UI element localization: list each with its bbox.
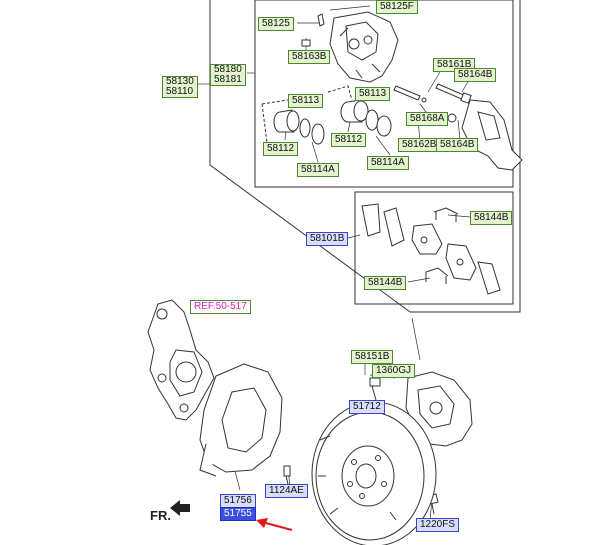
- part-label-51755-selected[interactable]: 51755: [220, 507, 256, 521]
- part-label-58144b-low[interactable]: 58144B: [364, 276, 407, 290]
- part-label-58144b-top[interactable]: 58144B: [470, 211, 513, 225]
- part-label-58114a-left[interactable]: 58114A: [297, 163, 339, 177]
- part-label-58112-mid[interactable]: 58112: [331, 133, 367, 147]
- front-direction-label: FR.: [150, 508, 171, 523]
- part-label-1124ae[interactable]: 1124AE: [265, 484, 308, 498]
- reference-link-50-517[interactable]: REF.50-517: [190, 300, 251, 314]
- part-label-58125f[interactable]: 58125F: [376, 0, 418, 14]
- caliper-detail-box: [254, 0, 514, 188]
- part-label-58163b[interactable]: 58163B: [288, 50, 331, 64]
- dust-shield-drawing: [199, 363, 283, 477]
- part-label-58162b[interactable]: 58162B: [398, 138, 441, 152]
- part-label-58168a[interactable]: 58168A: [406, 112, 449, 126]
- part-label-58180: 58180: [214, 64, 242, 75]
- caliper-assembly-frame: [209, 0, 521, 313]
- steering-knuckle-drawing: [147, 299, 215, 421]
- pointer-arrow-icon: [256, 518, 293, 531]
- part-label-58113-left[interactable]: 58113: [288, 94, 324, 108]
- part-label-51712[interactable]: 51712: [349, 400, 385, 414]
- part-label-58114a-mid[interactable]: 58114A: [367, 156, 409, 170]
- part-label-group-58180[interactable]: 58180 58181: [210, 64, 246, 86]
- part-label-58151b[interactable]: 58151B: [351, 350, 394, 364]
- front-direction-icon: [170, 500, 190, 516]
- part-label-58113-mid[interactable]: 58113: [355, 87, 391, 101]
- part-label-58110: 58110: [166, 86, 194, 97]
- caliper-body-drawing: [301, 11, 399, 83]
- part-label-58130: 58130: [166, 76, 194, 87]
- part-label-1220fs[interactable]: 1220FS: [416, 518, 460, 532]
- part-label-group-58130[interactable]: 58130 58110: [162, 76, 198, 98]
- part-label-58164b-low[interactable]: 58164B: [436, 138, 479, 152]
- part-label-58125[interactable]: 58125: [258, 17, 294, 31]
- brake-pad-box: [354, 191, 514, 305]
- brake-disc-drawing: [311, 401, 437, 545]
- part-label-1360gj[interactable]: 1360GJ: [372, 364, 416, 378]
- part-label-58164b-top[interactable]: 58164B: [454, 68, 497, 82]
- part-label-58101b[interactable]: 58101B: [306, 232, 349, 246]
- brake-pads-drawing: [361, 203, 501, 295]
- part-label-58112-left[interactable]: 58112: [263, 142, 299, 156]
- part-label-58181: 58181: [214, 74, 242, 85]
- guide-pin-drawing: [393, 83, 472, 123]
- piston-parts-drawing: [273, 99, 392, 145]
- part-label-51756[interactable]: 51756: [220, 494, 256, 508]
